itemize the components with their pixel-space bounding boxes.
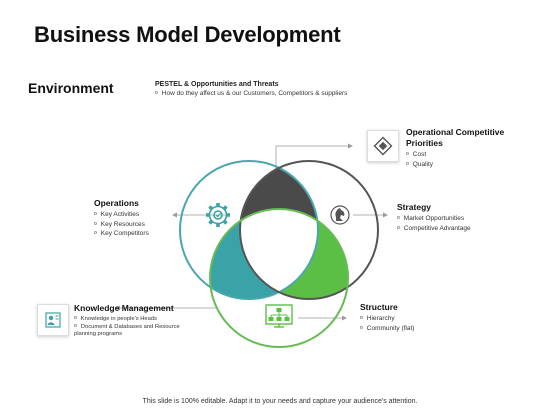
page-title: Business Model Development <box>34 22 341 47</box>
operations-item: Key Activities <box>94 210 149 220</box>
knowledge-title: Knowledge Management <box>74 303 174 313</box>
circle-operations <box>179 160 319 300</box>
circle-strategy <box>239 160 379 300</box>
operations-item: Key Competitors <box>94 229 149 239</box>
org-chart-icon <box>265 304 293 328</box>
knowledge-item: Knowledge in people's Heads <box>74 315 192 323</box>
operations-item: Key Resources <box>94 220 149 230</box>
environment-label: Environment <box>28 80 114 96</box>
circle-structure <box>209 208 349 348</box>
operations-block: Operations Key Activities Key Resources … <box>94 198 149 239</box>
operational-icon-box <box>367 130 399 162</box>
footer-note: This slide is 100% editable. Adapt it to… <box>142 398 418 405</box>
strategy-item: Competitive Advantage <box>397 224 471 234</box>
structure-title: Structure <box>360 302 398 312</box>
pestel-title: PESTEL & Opportunities and Threats <box>155 81 279 88</box>
operational-item: Cost <box>406 150 526 160</box>
operational-list: Cost Quality <box>406 150 526 169</box>
strategy-list: Market Opportunities Competitive Advanta… <box>397 214 471 233</box>
operational-block: Operational Competitive Priorities Cost … <box>406 127 526 169</box>
strategy-block: Strategy Market Opportunities Competitiv… <box>397 202 471 233</box>
pestel-item: How do they affect us & our Customers, C… <box>155 89 348 99</box>
center-intersection <box>240 209 318 299</box>
chess-knight-icon <box>330 205 350 225</box>
knowledge-icon-box <box>37 304 69 336</box>
connector-lines <box>115 143 388 321</box>
knowledge-icon <box>45 312 61 328</box>
strategy-title: Strategy <box>397 202 432 212</box>
structure-list: Hierarchy Community (flat) <box>360 314 415 334</box>
operational-title: Operational Competitive Priorities <box>406 127 505 148</box>
structure-item: Hierarchy <box>360 314 414 324</box>
operational-connector <box>275 145 348 170</box>
knowledge-item: Document & Databases and Resource planni… <box>74 323 192 338</box>
structure-block: Structure Hierarchy Community (flat) <box>360 302 414 333</box>
operations-title: Operations <box>94 198 139 208</box>
gear-icon <box>206 203 230 227</box>
knowledge-block: Knowledge Management Knowledge in people… <box>74 303 192 338</box>
structure-item: Community (flat) <box>360 324 415 334</box>
operational-item: Quality <box>406 160 526 170</box>
strategy-item: Market Opportunities <box>397 214 471 224</box>
knowledge-list: Knowledge in people's Heads Document & D… <box>74 315 192 338</box>
pestel-list: How do they affect us & our Customers, C… <box>155 89 348 99</box>
diamond-icon <box>373 136 393 156</box>
operations-list: Key Activities Key Resources Key Competi… <box>94 210 149 239</box>
